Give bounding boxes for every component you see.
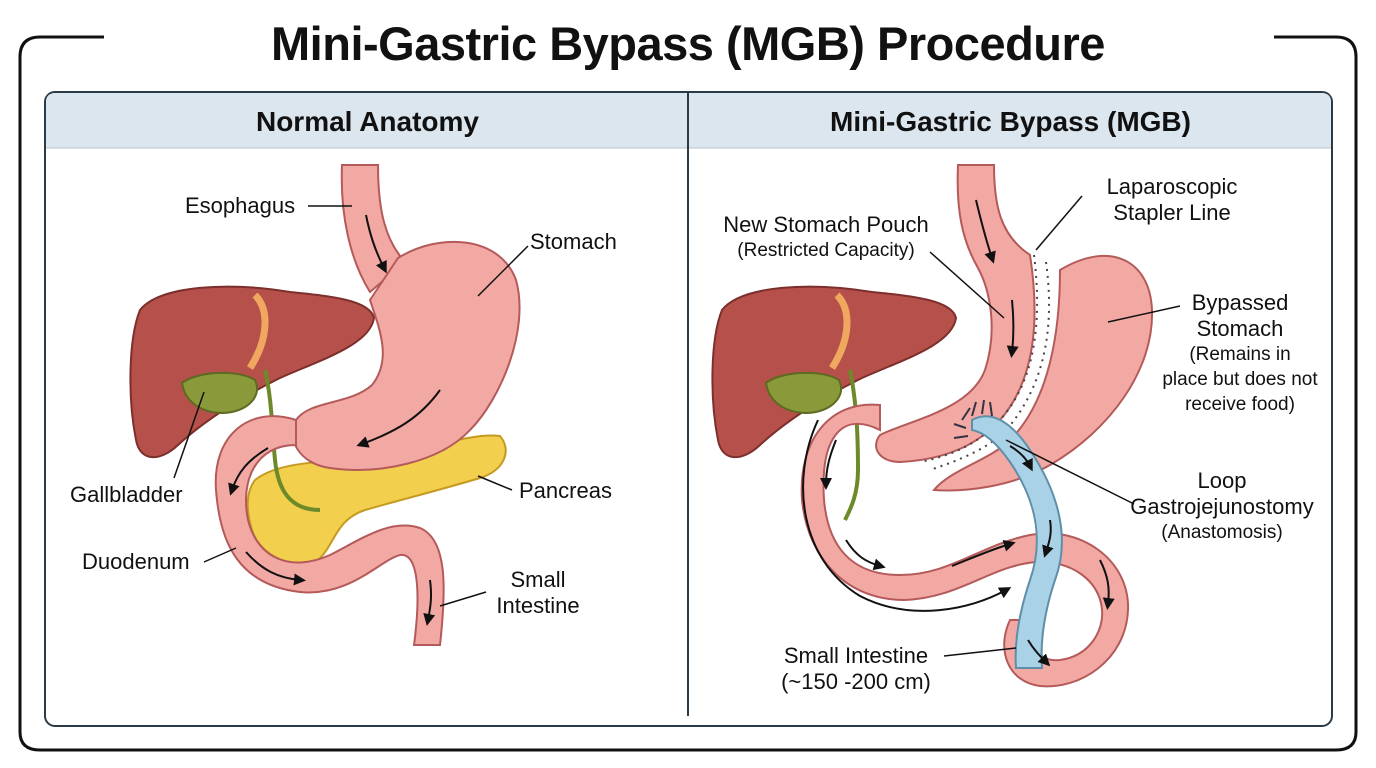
label-bypassed-line2: Stomach — [1196, 316, 1284, 341]
label-pouch-line1: New Stomach Pouch — [723, 212, 929, 237]
gastrojejunostomy-limb — [971, 415, 1063, 669]
stomach-pouch-illustration — [875, 164, 1036, 464]
label-small-intestine-line1: Small — [510, 567, 566, 592]
outer-frame-border — [18, 35, 1358, 752]
staple-line-bypassed — [929, 261, 1051, 471]
staple-line-pouch — [919, 254, 1039, 463]
label-small-int-line2: (~150 -200 cm) — [781, 669, 931, 694]
duodenum-illustration — [214, 415, 445, 646]
bypassed-stomach-illustration — [932, 254, 1154, 492]
bile-duct — [263, 369, 321, 512]
label-loop-line3: (Anastomosis) — [1161, 522, 1283, 543]
flow-arrow-loop — [951, 539, 1016, 567]
label-loop-line2: Gastrojejunostomy — [1130, 494, 1314, 519]
bile-duct-mgb — [843, 369, 861, 521]
liver-illustration — [129, 285, 376, 459]
leader-gastrojejunostomy — [1005, 439, 1135, 505]
label-bypassed-note1: (Remains in — [1189, 344, 1291, 365]
flow-arrow-duodenum-mgb — [820, 439, 837, 490]
leader-duodenum — [203, 547, 237, 563]
label-stapler-line: Laparoscopic Stapler Line — [1092, 174, 1252, 226]
flow-arrow-limb — [1042, 519, 1054, 558]
label-small-intestine: Small Intestine — [488, 567, 588, 619]
flow-arrow-duodenum — [228, 447, 269, 496]
stomach-illustration — [291, 240, 521, 471]
bypass-length-arrow — [802, 419, 1012, 612]
flow-arrow-efferent — [1099, 559, 1115, 610]
label-stapler-line2: Stapler Line — [1113, 200, 1231, 225]
flow-arrow-small-intestine — [423, 579, 436, 626]
label-bypassed-note3: receive food) — [1185, 394, 1295, 415]
flow-arrow-anastomosis — [1009, 445, 1033, 472]
label-small-intestine-line2: Intestine — [496, 593, 580, 618]
label-bypassed-stomach: Bypassed Stomach (Remains in place but d… — [1150, 290, 1330, 417]
leader-pancreas — [477, 475, 513, 491]
flow-arrow-intestine — [245, 551, 306, 586]
gallbladder-illustration-mgb — [764, 371, 842, 414]
leader-small-intestine — [439, 591, 487, 607]
label-stapler-line1: Laparoscopic — [1106, 174, 1238, 199]
anastomosis-sutures — [953, 399, 993, 439]
flow-arrow-esophagus-mgb — [975, 199, 996, 264]
label-loop-gastrojejunostomy: Loop Gastrojejunostomy (Anastomosis) — [1124, 468, 1320, 546]
leader-gallbladder — [173, 391, 205, 479]
label-duodenum: Duodenum — [82, 549, 190, 574]
liver-ligament — [247, 292, 269, 370]
label-small-intestine-mgb: Small Intestine (~150 -200 cm) — [770, 643, 942, 695]
panel-title-mgb: Mini-Gastric Bypass (MGB) — [830, 106, 1191, 137]
label-esophagus: Esophagus — [185, 193, 296, 218]
label-new-stomach-pouch: New Stomach Pouch (Restricted Capacity) — [712, 212, 940, 264]
liver-illustration-mgb — [711, 285, 958, 459]
flow-arrow-limb-end — [1027, 639, 1051, 667]
label-bypassed-note2: place but does not — [1162, 369, 1318, 390]
label-gallbladder: Gallbladder — [70, 482, 183, 507]
flow-arrow-stomach — [356, 389, 441, 448]
leader-bypassed-stomach — [1107, 305, 1181, 323]
liver-ligament-mgb — [829, 292, 851, 370]
label-loop-line1: Loop — [1197, 468, 1247, 493]
label-bypassed-line1: Bypassed — [1191, 290, 1289, 315]
panel-title-normal: Normal Anatomy — [255, 106, 479, 137]
label-stomach: Stomach — [530, 229, 617, 254]
page-title: Mini-Gastric Bypass (MGB) Procedure — [271, 17, 1105, 70]
label-small-int-line1: Small Intestine — [783, 643, 929, 668]
leader-stapler-line — [1035, 195, 1083, 251]
label-pouch-note: (Restricted Capacity) — [737, 240, 915, 261]
flow-arrow-jejunum — [845, 539, 886, 571]
leader-small-intestine-mgb — [943, 647, 1017, 657]
leader-stomach — [477, 245, 529, 297]
label-pancreas: Pancreas — [519, 478, 612, 503]
flow-arrow-esophagus — [365, 214, 387, 274]
flow-arrow-pouch — [1006, 299, 1019, 358]
leader-pouch — [929, 251, 1005, 319]
